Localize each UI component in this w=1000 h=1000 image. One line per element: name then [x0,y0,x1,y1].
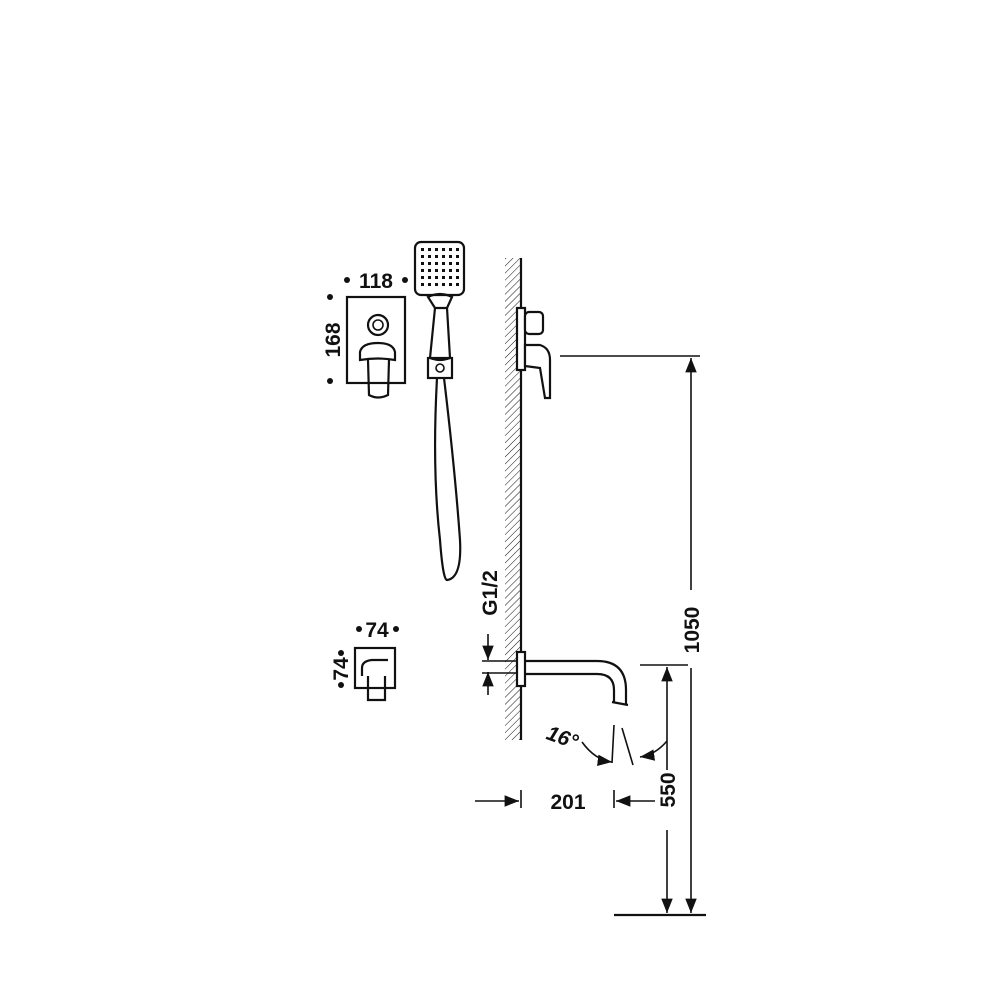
dimension-118: 118 [344,270,408,293]
spout-projection-label: 201 [550,791,585,814]
nozzle-dot [421,269,424,272]
nozzle-dot [421,262,424,265]
dimension-74-vertical: 74 [330,650,353,688]
dimension-angle: 16° [543,722,668,767]
dimension-201: 201 [475,790,655,814]
nozzle-dot [442,262,445,265]
nozzle-dot [421,255,424,258]
dimension-thread: G1/2 [479,570,517,695]
nozzle-dot [449,255,452,258]
mixer-plate-width-label: 118 [359,270,393,293]
dimension-168: 168 [322,294,345,384]
nozzle-dot [449,262,452,265]
hand-shower [413,240,466,582]
mixer-height-label: 1050 [681,607,704,654]
dimension-1050: 1050 [560,355,704,913]
mixer-plate-height-label: 168 [322,322,345,357]
dimension-550: 550 [640,664,688,913]
nozzle-dot [435,283,438,286]
nozzle-dot [435,262,438,265]
nozzle-dot [428,276,431,279]
nozzle-dot [442,255,445,258]
nozzle-dot [442,248,445,251]
spout-side-view [515,650,629,707]
shower-nozzles [421,248,459,286]
nozzle-dot [435,255,438,258]
mixer-front-view [345,295,407,399]
nozzle-dot [442,269,445,272]
mixer-side-view [515,306,552,400]
nozzle-dot [449,283,452,286]
nozzle-dot [435,269,438,272]
spout-thread-label: G1/2 [479,570,502,616]
dimension-74-horizontal: 74 [356,619,399,642]
nozzle-dot [421,276,424,279]
nozzle-dot [421,248,424,251]
nozzle-dot [442,283,445,286]
nozzle-dot [428,262,431,265]
spout-height-label: 550 [657,772,680,807]
nozzle-dot [456,255,459,258]
nozzle-dot [428,248,431,251]
nozzle-dot [449,269,452,272]
nozzle-dot [442,276,445,279]
spout-angle-label: 16° [543,722,581,755]
spout-plate-width-label: 74 [365,619,389,642]
nozzle-dot [435,248,438,251]
nozzle-dot [456,262,459,265]
nozzle-dot [456,248,459,251]
nozzle-dot [449,248,452,251]
nozzle-dot [428,269,431,272]
spout-plate-height-label: 74 [330,657,353,681]
nozzle-dot [456,283,459,286]
nozzle-dot [449,276,452,279]
nozzle-dot [421,283,424,286]
nozzle-dot [456,269,459,272]
nozzle-dot [428,255,431,258]
nozzle-dot [456,276,459,279]
nozzle-dot [435,276,438,279]
nozzle-dot [428,283,431,286]
spout-front-view [353,646,397,702]
